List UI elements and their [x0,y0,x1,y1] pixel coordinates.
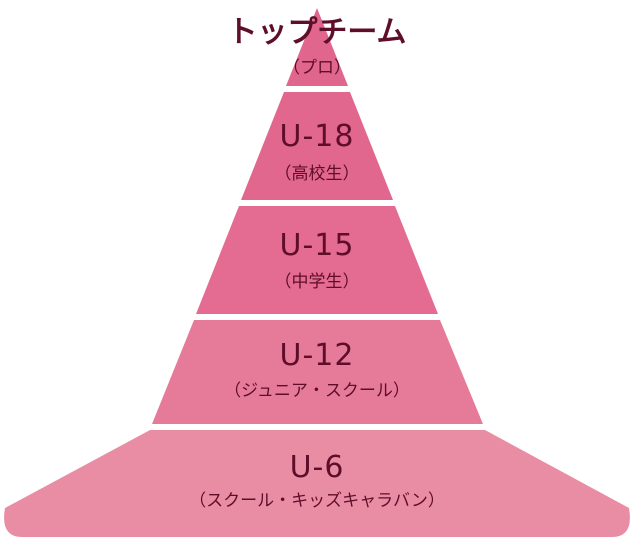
tier-u15-title: U-15 [280,228,355,263]
tier-top-team-title: トップチーム [227,15,406,50]
tier-u12 [152,320,483,424]
tier-u6-subtitle: （スクール・キッズキャラバン） [189,491,445,511]
tier-top-team [286,8,348,86]
tier-u6-title: U-6 [290,450,345,485]
tier-u12-subtitle: （ジュニア・スクール） [224,381,410,401]
tier-top-team-subtitle: （プロ） [283,58,351,78]
tier-u15 [196,206,438,314]
tier-u6 [4,430,630,537]
tier-u18-title: U-18 [280,119,355,154]
tier-u18-subtitle: （高校生） [275,164,360,184]
tier-u18 [241,92,393,200]
tier-u12-title: U-12 [280,338,355,373]
tier-u15-subtitle: （中学生） [275,272,360,292]
